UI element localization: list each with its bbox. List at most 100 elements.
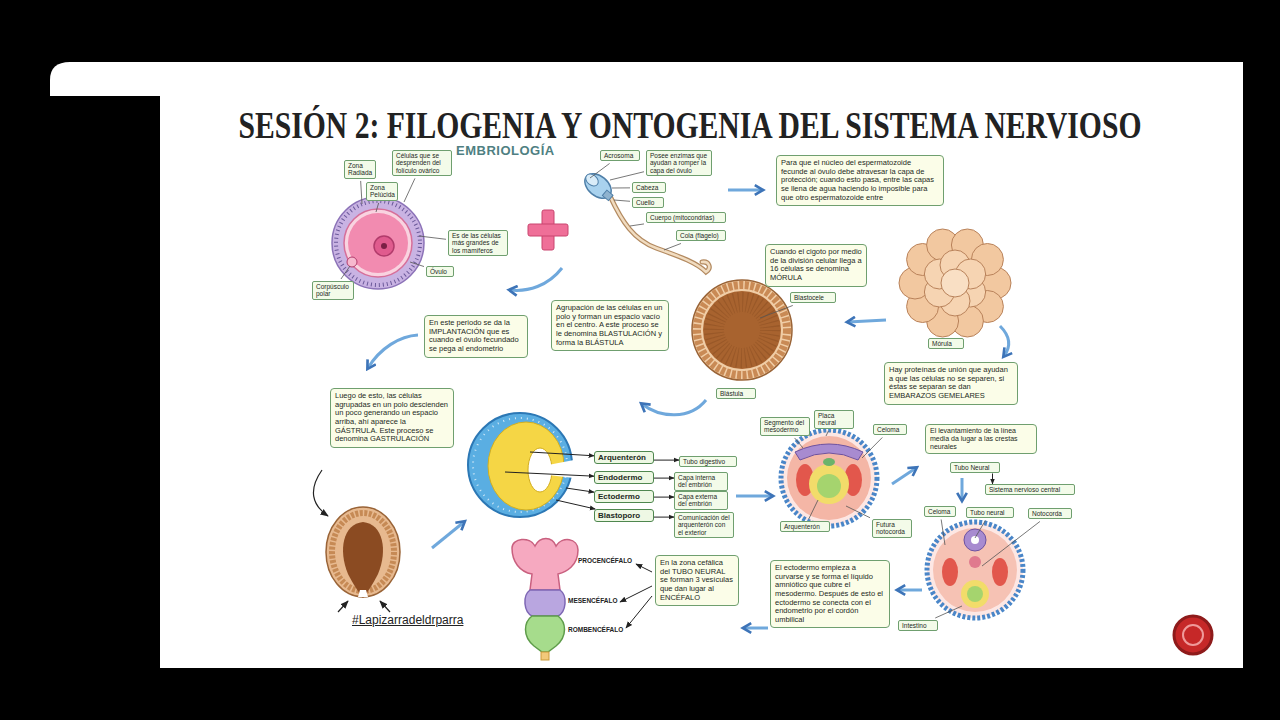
label-tag: Blástula xyxy=(716,388,756,399)
leader-line xyxy=(809,500,818,519)
box-text: Hay proteínas de unión que ayudan a que … xyxy=(889,366,1013,401)
flow-arrows xyxy=(636,564,652,572)
leader-line xyxy=(341,266,350,279)
heading-lettering: EMBRIOLOGÍA xyxy=(456,144,555,159)
ovum-illustration xyxy=(381,243,387,249)
label-tag: Arquenterón xyxy=(780,521,830,532)
box-text: Corpúsculo polar xyxy=(316,283,350,298)
neurula-illustration xyxy=(781,430,877,526)
early-gastrula-illustration xyxy=(338,601,348,612)
leader-line xyxy=(982,521,1040,566)
leader-line xyxy=(530,452,594,456)
note-box: Cuando el cigoto por medio de la divisió… xyxy=(765,244,867,287)
box-text: El levantamiento de la línea media da lu… xyxy=(930,427,1032,451)
ovum-illustration xyxy=(336,201,420,285)
blastula-illustration xyxy=(697,285,787,375)
box-text: Zona Radiada xyxy=(348,162,372,177)
early-gastrula-illustration xyxy=(326,507,400,597)
box-text: Capa interna del embrión xyxy=(678,474,724,489)
box-text: Para que el núcleo del espermatozoide fe… xyxy=(781,159,939,202)
gastrula-illustration xyxy=(468,413,574,517)
morula-illustration xyxy=(899,229,1011,337)
vesicle-name: ROMBENCÉFALO xyxy=(568,626,623,633)
label-tag: Capa interna del embrión xyxy=(674,472,728,491)
flow-arrows xyxy=(744,627,768,630)
box-text: Sistema nervioso central xyxy=(989,486,1071,493)
channel-logo xyxy=(1183,625,1203,645)
box-text: Es de las células más grandes de los mam… xyxy=(452,232,504,254)
slide-panel xyxy=(160,95,1243,668)
note-box: Para que el núcleo del espermatozoide fe… xyxy=(776,155,944,206)
flow-arrows xyxy=(313,470,328,516)
neural-tube-illustration xyxy=(942,558,958,586)
label-tag: Cola (flagelo) xyxy=(676,230,726,241)
neural-tube-illustration xyxy=(971,536,979,544)
neural-tube-illustration xyxy=(933,528,1017,612)
arrow-connector xyxy=(654,497,674,498)
box-text: Comunicación del arquenterón con el exte… xyxy=(678,514,730,536)
flow-arrows xyxy=(642,400,706,415)
plus-sign xyxy=(542,210,554,250)
box-text: Cuando el cigoto por medio de la divisió… xyxy=(770,248,862,283)
neurula-illustration xyxy=(817,474,841,498)
note-box: Hay proteínas de unión que ayudan a que … xyxy=(884,362,1018,405)
leader-line xyxy=(566,488,594,492)
box-text: Agrupación de las células en un polo y f… xyxy=(556,304,664,347)
box-text: Notocorda xyxy=(1032,510,1068,517)
label-tag: Zona Radiada xyxy=(344,160,376,179)
label-tag: Celoma xyxy=(873,424,907,435)
label-tag: Corpúsculo polar xyxy=(312,281,354,300)
neural-tube-illustration xyxy=(927,522,1023,618)
box-text: Cabeza xyxy=(636,184,662,191)
box-text: Óvulo xyxy=(430,268,450,275)
flow-arrows xyxy=(728,189,762,192)
vesicle-name: PROCENCÉFALO xyxy=(578,557,632,564)
arrow-connector xyxy=(654,478,674,479)
label-tag: Óvulo xyxy=(426,266,454,277)
box-text: Arquenterón xyxy=(598,453,650,462)
leader-line xyxy=(419,236,446,239)
early-gastrula-illustration xyxy=(358,590,368,597)
neural-tube-illustration xyxy=(967,586,983,602)
label-tag: Intestino xyxy=(898,620,938,631)
hashtag-watermark: #Lapizarradeldrparra xyxy=(352,614,463,628)
early-gastrula-illustration xyxy=(326,507,400,612)
flow-arrows xyxy=(898,589,922,592)
label-tag: Blastocele xyxy=(790,292,836,303)
flow-arrows xyxy=(510,268,562,290)
box-text: Blastocele xyxy=(794,294,832,301)
blastula-illustration xyxy=(692,280,792,380)
ovum-illustration xyxy=(332,197,424,289)
flow-arrows xyxy=(1000,326,1009,356)
term-box: Arquenterón xyxy=(594,451,654,464)
flow-arrows xyxy=(432,522,464,548)
label-tag: Capa externa del embrión xyxy=(674,491,728,510)
box-text: Cola (flagelo) xyxy=(680,232,722,239)
label-tag: Cabeza xyxy=(632,182,666,193)
term-box: Endodermo xyxy=(594,471,654,484)
box-text: El ectodermo empieza a curvarse y se for… xyxy=(775,564,885,624)
leader-line xyxy=(505,472,594,476)
neural-tube-illustration xyxy=(992,558,1008,586)
leader-line xyxy=(590,163,610,178)
leader-line xyxy=(610,172,644,180)
box-text: Celoma xyxy=(877,426,903,433)
box-text: Tubo digestivo xyxy=(683,458,733,465)
label-tag: Posee enzimas que ayudan a romper la cap… xyxy=(646,150,712,176)
sperm-illustration xyxy=(602,190,613,201)
leader-line xyxy=(826,431,828,436)
leader-line xyxy=(361,181,362,204)
box-text: Placa neural xyxy=(818,412,850,427)
label-tag: Cuerpo (mitocondrias) xyxy=(646,212,726,223)
brain-vesicles-illustration xyxy=(525,590,565,616)
early-gastrula-illustration xyxy=(343,522,383,598)
flow-arrows xyxy=(892,468,916,484)
label-tag: Futura notocorda xyxy=(872,519,912,538)
arrow-connector xyxy=(654,460,679,461)
box-text: Futura notocorda xyxy=(876,521,908,536)
label-tag: Acrosoma xyxy=(600,150,640,161)
brain-vesicles-illustration xyxy=(526,616,565,652)
vesicle-name: MESENCÉFALO xyxy=(568,597,617,604)
